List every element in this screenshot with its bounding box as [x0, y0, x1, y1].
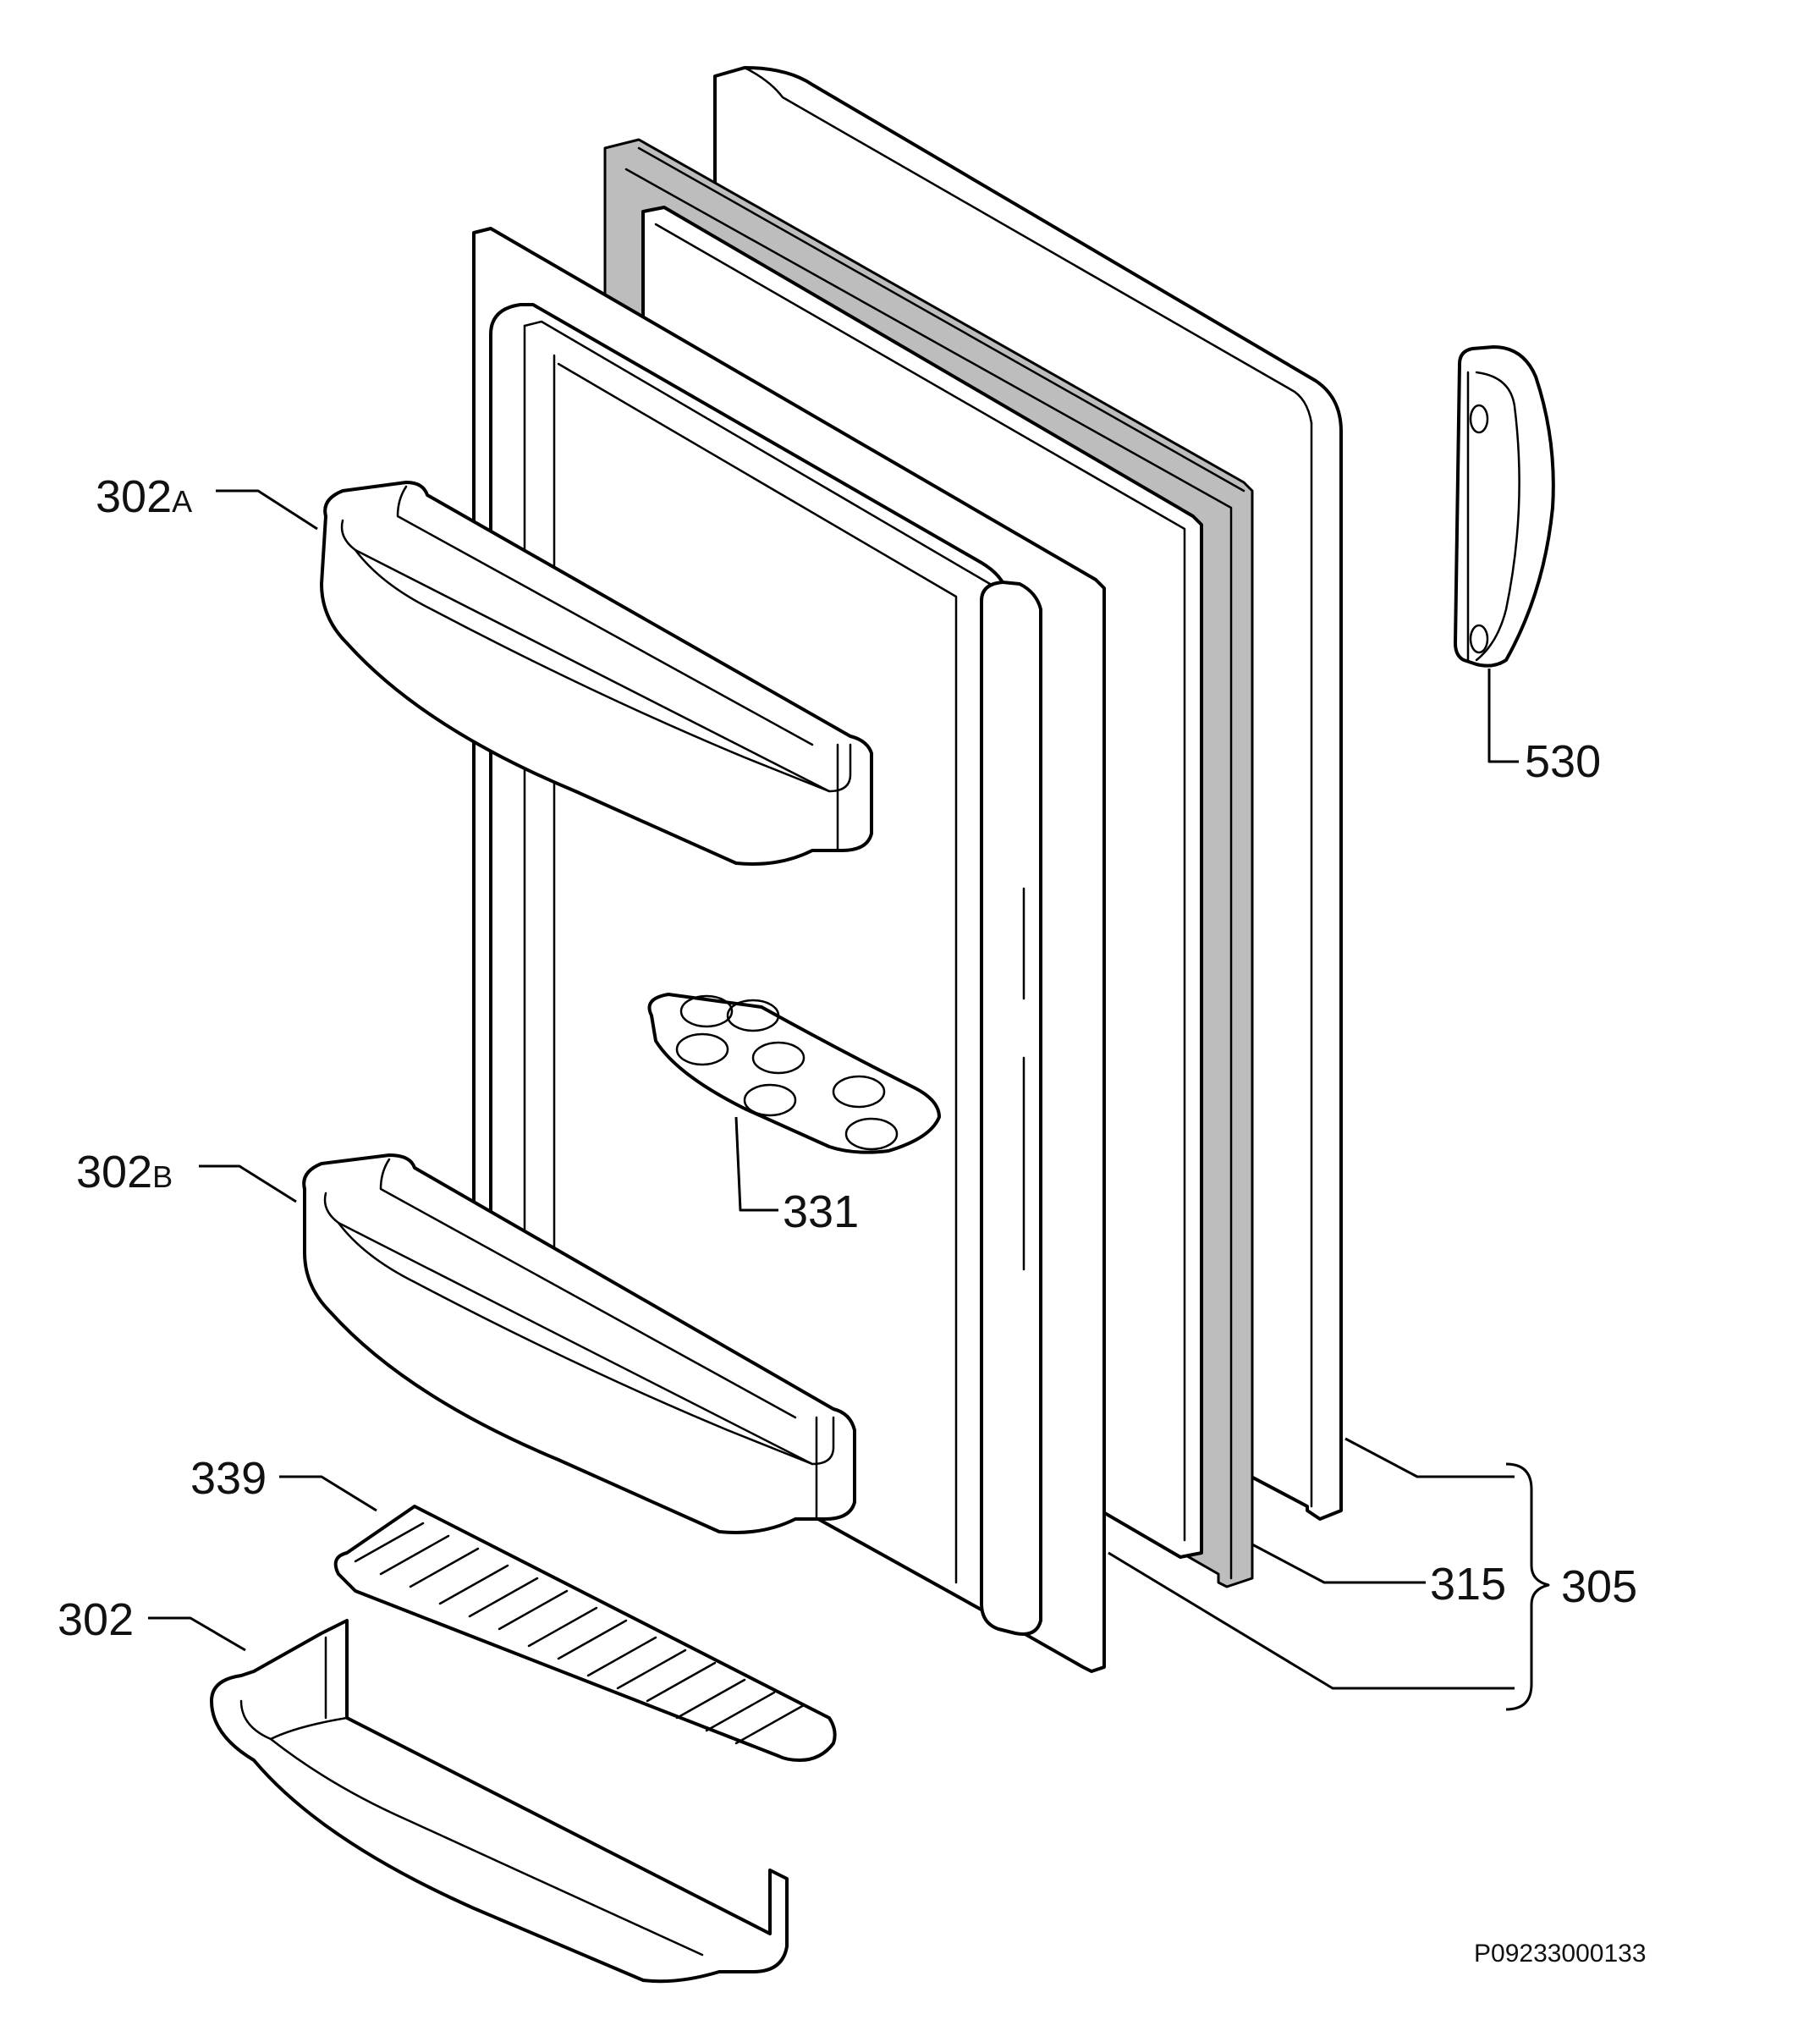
leader-lines: [148, 489, 1519, 1690]
bottle-rack: [333, 1505, 837, 1762]
callout-331: 331: [783, 1186, 859, 1237]
callout-315: 315: [1430, 1559, 1506, 1610]
callout-339: 339: [190, 1453, 267, 1504]
callout-305: 305: [1561, 1561, 1637, 1612]
middle-door-shelf: [302, 1153, 856, 1534]
egg-tray: [647, 993, 941, 1154]
callout-302a: 302A: [96, 471, 192, 522]
callout-302b: 302B: [76, 1147, 173, 1197]
assembly-brace: [1505, 1462, 1550, 1711]
bottom-door-shelf: [210, 1619, 789, 1984]
upper-door-shelf: [320, 481, 873, 866]
drawing-code: P09233000133: [1474, 1940, 1647, 1968]
callout-530: 530: [1525, 736, 1601, 787]
door-handle: [1454, 345, 1555, 668]
callout-302: 302: [58, 1594, 134, 1645]
